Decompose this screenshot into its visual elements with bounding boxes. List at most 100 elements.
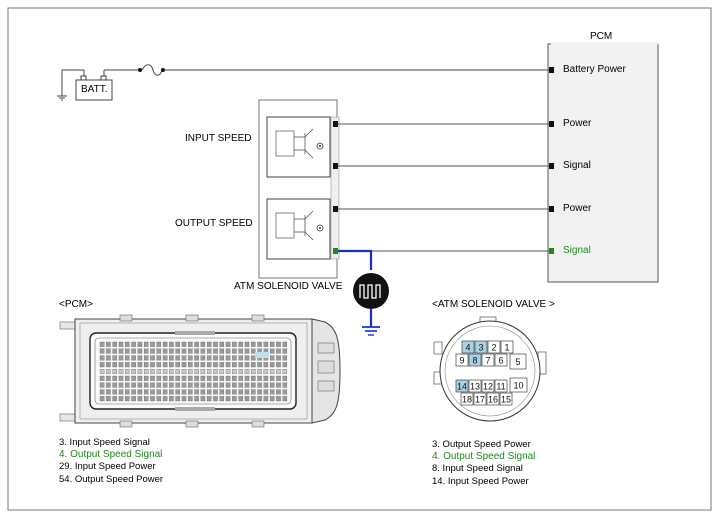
oscilloscope-probe-icon — [353, 273, 389, 336]
pcm-pin — [257, 396, 262, 402]
pcm-pin — [118, 382, 124, 388]
pcm-pin — [276, 355, 281, 361]
atm-pin-7 — [481, 353, 495, 367]
pcm-pin — [175, 382, 180, 388]
pcm-pin-field — [99, 341, 288, 402]
pcm-pin — [118, 375, 124, 381]
pcm-pin — [99, 375, 105, 381]
atm-pin-18 — [460, 392, 474, 406]
pcm-pin — [219, 382, 225, 388]
atm-pin-number: 7 — [485, 355, 490, 365]
pcm-pin — [131, 389, 136, 395]
pcm-pin — [175, 389, 180, 395]
pcm-pin — [118, 348, 124, 354]
fuse-terminal-right — [161, 68, 165, 72]
pcm-pin — [156, 348, 162, 354]
pcm-pin — [188, 396, 193, 402]
pcm-pin — [206, 362, 212, 368]
pcm-pin — [156, 389, 162, 395]
pcm-pin — [238, 355, 243, 361]
pcm-pin — [219, 341, 225, 347]
battery-label: BATT. — [81, 84, 108, 95]
pcm-pin — [194, 369, 199, 374]
pcm-pin — [106, 355, 111, 361]
pcm-pin — [238, 389, 243, 395]
pcm-pin — [200, 341, 206, 347]
pcm-pin — [106, 375, 111, 381]
pcm-pin — [282, 341, 288, 347]
pcm-pin — [99, 362, 105, 368]
pcm-pin — [238, 362, 243, 368]
pcm-pin — [213, 355, 218, 361]
pcm-pin — [206, 355, 212, 361]
pcm-pin — [106, 396, 111, 402]
pcm-pin — [131, 375, 136, 381]
pcm-pin — [99, 396, 105, 402]
pcm-pin — [175, 396, 180, 402]
atm-solenoid-valve — [258, 99, 340, 279]
pcm-pin — [106, 362, 111, 368]
pcm-pin — [99, 348, 105, 354]
atm-pin-2 — [487, 340, 501, 354]
pcm-pin — [181, 375, 187, 381]
pcm-pin — [131, 362, 136, 368]
pcm-pin — [156, 369, 162, 374]
pcm-pin — [282, 362, 288, 368]
pcm-pin — [131, 396, 136, 402]
pcm-pin-label-power-1: Power — [563, 118, 592, 129]
pcm-pin — [175, 348, 180, 354]
pcm-pin — [175, 341, 180, 347]
pcm-pin — [244, 389, 250, 395]
pcm-pin-power-1 — [549, 121, 554, 127]
pcm-pin — [181, 389, 187, 395]
atm-pin-14 — [455, 379, 469, 393]
pcm-pin — [225, 396, 231, 402]
pcm-pin — [131, 341, 136, 347]
pcm-pin — [213, 348, 218, 354]
pcm-pin — [181, 348, 187, 354]
pcm-pin — [219, 348, 225, 354]
pcm-pin — [137, 348, 143, 354]
atm-pin-15 — [499, 392, 513, 406]
pcm-pin — [269, 355, 275, 361]
pcm-pin — [213, 341, 218, 347]
pcm-pin — [238, 382, 243, 388]
pcm-pin — [219, 396, 225, 402]
atm-pin-3 — [474, 340, 488, 354]
pcm-pin — [257, 389, 262, 395]
pcm-pin — [169, 362, 174, 368]
pcm-pin — [238, 341, 243, 347]
pcm-pin — [238, 369, 243, 374]
pcm-pin — [238, 348, 243, 354]
pcm-pin — [143, 396, 149, 402]
pcm-pin-label-battery: Battery Power — [563, 64, 626, 75]
pcm-pin — [181, 369, 187, 374]
atm-solenoid-valve-label: ATM SOLENOID VALVE — [234, 281, 343, 292]
pcm-pin — [188, 375, 193, 381]
pcm-pin — [244, 375, 250, 381]
pcm-pin — [251, 375, 256, 381]
pcm-pin — [232, 375, 237, 381]
pcm-pin — [181, 341, 187, 347]
pcm-pin — [112, 341, 117, 347]
pcm-pin — [188, 389, 193, 395]
input-speed-label: INPUT SPEED — [185, 133, 252, 144]
pcm-pin — [194, 341, 199, 347]
atm-pin-number: 1 — [504, 342, 509, 352]
pcm-pin — [251, 389, 256, 395]
battery-box — [75, 79, 113, 101]
atm-pin-number: 9 — [459, 355, 464, 365]
pcm-pin — [200, 369, 206, 374]
pcm-pin — [257, 369, 262, 374]
pcm-pin — [269, 369, 275, 374]
pcm-pin — [131, 369, 136, 374]
pcm-pin-label-power-2: Power — [563, 203, 592, 214]
pcm-pin — [143, 389, 149, 395]
pcm-pin — [263, 382, 269, 388]
atm-pin-1 — [500, 340, 514, 354]
pcm-pin — [150, 355, 155, 361]
pcm-pin — [257, 375, 262, 381]
pcm-pin — [188, 355, 193, 361]
pcm-pin — [188, 382, 193, 388]
